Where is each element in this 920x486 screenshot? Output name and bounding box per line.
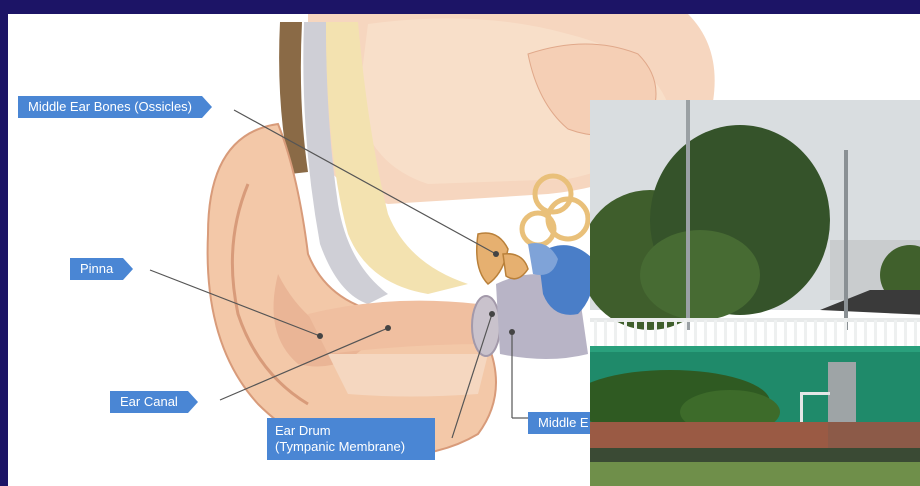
photo-wall-right	[828, 422, 920, 448]
photo-lawn	[590, 462, 920, 486]
label-ear-drum: Ear Drum (Tympanic Membrane)	[267, 418, 435, 460]
photo-ground-dark	[590, 448, 920, 462]
leader-dot-ossicles	[493, 251, 499, 257]
photo-equipment-box	[828, 362, 856, 428]
photo-pole-2	[844, 150, 848, 330]
leader-dot-pinna	[317, 333, 323, 339]
label-ear-canal: Ear Canal	[110, 391, 188, 413]
label-ossicles: Middle Ear Bones (Ossicles)	[18, 96, 202, 118]
label-ear-drum-line2: (Tympanic Membrane)	[275, 439, 427, 455]
ear-canal-lower	[328, 354, 488, 397]
photo-green-screen-top	[590, 346, 920, 352]
ear-drum-membrane	[472, 296, 500, 356]
leader-dot-ear-canal	[385, 325, 391, 331]
photo-pole-1	[686, 100, 690, 330]
photo-tree-small	[640, 230, 760, 320]
slide-canvas: Middle Ear Bones (Ossicles) Pinna Ear Ca…	[8, 14, 920, 486]
label-ear-drum-line1: Ear Drum	[275, 423, 427, 439]
photo-brick-wall	[590, 422, 828, 448]
photo-scene	[590, 100, 920, 486]
photo-pipe	[800, 392, 830, 395]
outdoor-photo	[590, 100, 920, 486]
leader-dot-middle-ear	[509, 329, 515, 335]
photo-pipe-vertical	[800, 392, 803, 426]
ossicle-incus	[503, 254, 528, 279]
label-pinna: Pinna	[70, 258, 123, 280]
leader-dot-ear-drum	[489, 311, 495, 317]
